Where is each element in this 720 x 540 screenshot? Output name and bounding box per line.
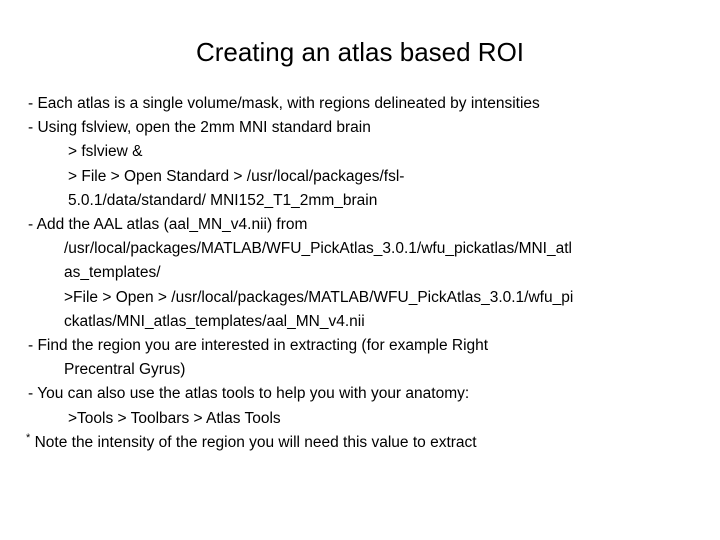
command-line: > File > Open Standard > /usr/local/pack…: [68, 167, 405, 185]
page-title: Creating an atlas based ROI: [195, 37, 525, 67]
bullet-line: - You can also use the atlas tools to he…: [28, 385, 470, 403]
command-line-continuation: 5.0.1/data/standard/ MNI152_T1_2mm_brain: [68, 191, 378, 209]
menu-path-line: >Tools > Toolbars > Atlas Tools: [68, 409, 281, 427]
path-line-continuation: as_templates/: [64, 264, 161, 282]
command-line-continuation: ckatlas/MNI_atlas_templates/aal_MN_v4.ni…: [64, 312, 365, 330]
command-line: >File > Open > /usr/local/packages/MATLA…: [64, 288, 574, 306]
bullet-line: - Using fslview, open the 2mm MNI standa…: [28, 119, 371, 137]
footnote-line: * Note the intensity of the region you w…: [18, 431, 702, 455]
bullet-line: - Each atlas is a single volume/mask, wi…: [28, 95, 540, 112]
bullet-line-continuation: Precentral Gyrus): [64, 361, 186, 379]
asterisk-marker: *: [26, 431, 31, 444]
bullet-line: - Add the AAL atlas (aal_MN_v4.nii) from: [28, 216, 308, 234]
slide-body: - Each atlas is a single volume/mask, wi…: [18, 92, 702, 455]
path-line: /usr/local/packages/MATLAB/WFU_PickAtlas…: [64, 240, 572, 258]
footnote-text: Note the intensity of the region you wil…: [30, 433, 477, 451]
command-line: > fslview &: [68, 143, 143, 161]
bullet-line: - Find the region you are interested in …: [28, 337, 489, 355]
